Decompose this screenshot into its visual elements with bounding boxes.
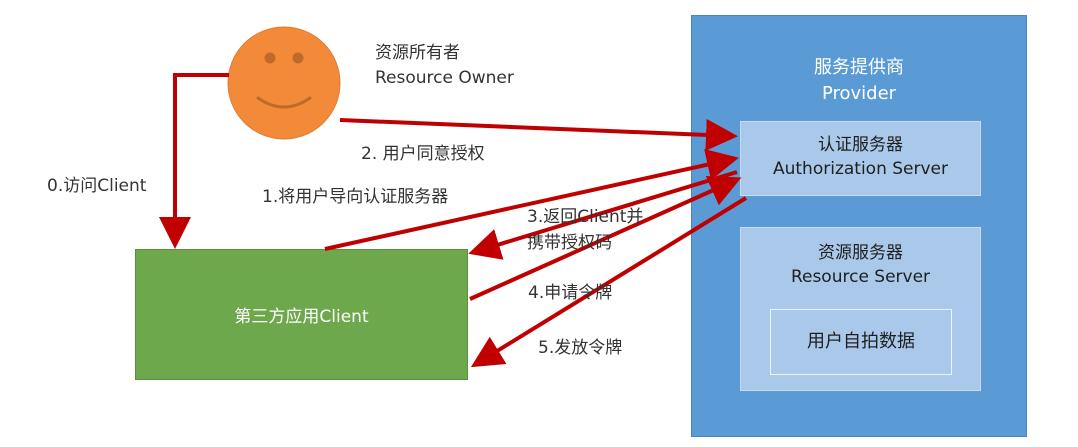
authorization-server-title-cn: 认证服务器 <box>818 135 903 155</box>
arrow-step2 <box>339 118 738 151</box>
step3-label-line2: 携带授权码 <box>527 233 612 253</box>
provider-title-en: Provider <box>821 83 897 104</box>
authorization-server-title-en: Authorization Server <box>772 159 948 179</box>
step2-label: 2. 用户同意授权 <box>361 144 485 164</box>
step4-label: 4.申请令牌 <box>528 283 613 303</box>
resource-owner-title-cn: 资源所有者 <box>375 43 460 63</box>
provider-title-cn: 服务提供商 <box>814 57 904 78</box>
client-box: 第三方应用Client <box>135 249 468 380</box>
resource-server-title-cn: 资源服务器 <box>818 243 903 263</box>
arrow-step0 <box>159 73 229 249</box>
step0-label: 0.访问Client <box>47 176 147 196</box>
client-label: 第三方应用Client <box>234 307 369 327</box>
step5-label: 5.发放令牌 <box>538 338 623 358</box>
arrow-step3 <box>468 170 738 260</box>
arrow-step4 <box>469 176 742 301</box>
user-selfie-data-box: 用户自拍数据 <box>770 309 952 375</box>
step1-label: 1.将用户导向认证服务器 <box>262 187 449 207</box>
resource-server-title-en: Resource Server <box>790 267 931 287</box>
arrow-step5 <box>470 196 748 368</box>
step3-label-line1: 3.返回Client并 <box>527 207 644 227</box>
authorization-server-box: 认证服务器 Authorization Server <box>740 121 981 196</box>
resource-server-box: 资源服务器 Resource Server 用户自拍数据 <box>740 227 981 391</box>
arrow-step1 <box>324 148 739 251</box>
resource-owner-title-en: Resource Owner <box>375 68 514 88</box>
provider-box: 服务提供商 Provider 认证服务器 Authorization Serve… <box>691 15 1027 437</box>
resource-owner-smiley-icon <box>227 26 341 140</box>
